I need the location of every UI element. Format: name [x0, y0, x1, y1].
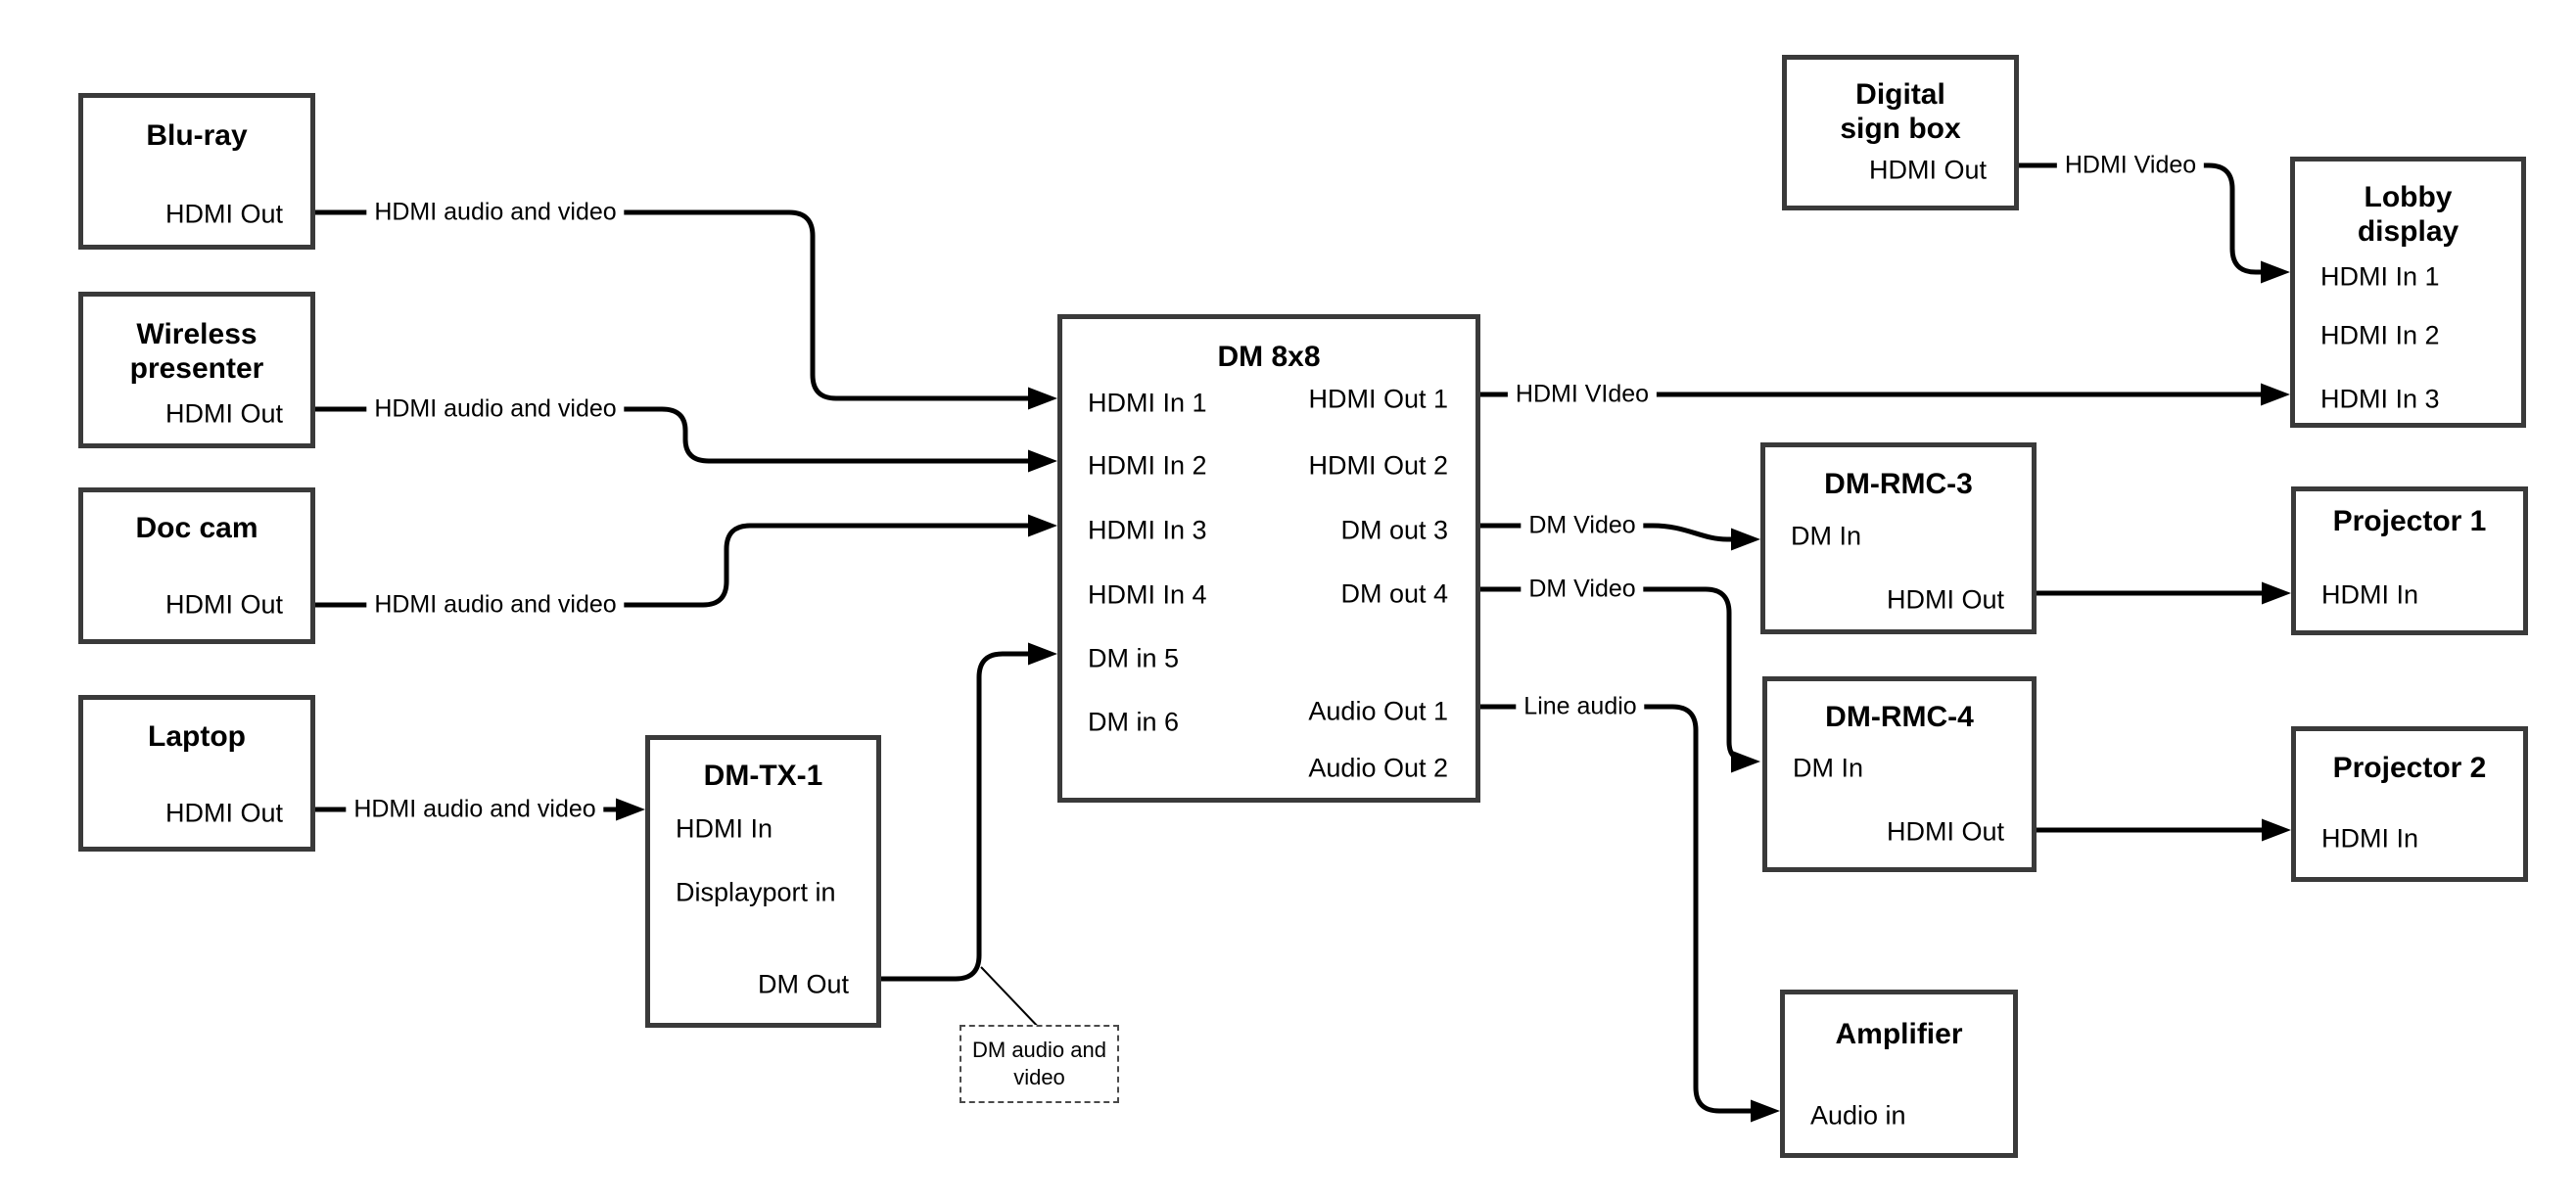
port-rmc4-hdmi-out: HDMI Out	[1886, 816, 2004, 847]
device-title: Laptop	[148, 720, 246, 753]
device-box-projector-1: Projector 1 HDMI In	[2291, 486, 2528, 635]
device-title: Digital sign box	[1840, 78, 1961, 145]
wire-label-hdmi-av-2: HDMI audio and video	[366, 396, 625, 422]
port-rmc3-dm-in: DM In	[1791, 521, 1862, 551]
device-title: Blu-ray	[146, 119, 248, 152]
note-leader-line	[980, 966, 1043, 1032]
device-box-lobby-display: Lobby display HDMI In 1 HDMI In 2 HDMI I…	[2290, 157, 2526, 428]
port-dm-tx-1-dm-out: DM Out	[757, 969, 849, 999]
wire-label-hdmi-av-3: HDMI audio and video	[366, 592, 625, 618]
port-projector2-hdmi-in: HDMI In	[2321, 823, 2419, 854]
wire-label-hdmi-video-2: HDMI Video	[2056, 153, 2205, 178]
device-title: Lobby display	[2357, 181, 2459, 248]
device-box-digital-sign: Digital sign box HDMI Out	[1782, 55, 2019, 210]
port-dm8x8-audio-out-2: Audio Out 2	[1308, 753, 1448, 783]
port-amplifier-audio-in: Audio in	[1810, 1100, 1906, 1131]
port-dm8x8-hdmi-in-4: HDMI In 4	[1088, 579, 1207, 610]
device-title: DM 8x8	[1217, 341, 1321, 373]
arrowhead-lobby-in3	[2261, 383, 2290, 406]
device-box-doc-cam: Doc cam HDMI Out	[78, 487, 315, 644]
arrowhead-rmc4-dm-in	[1731, 750, 1760, 773]
port-dm8x8-dm-out-3: DM out 3	[1340, 515, 1448, 545]
arrowhead-projector2-hdmi-in	[2262, 818, 2291, 842]
arrowhead-dm8x8-in2	[1028, 449, 1057, 473]
device-title: Amplifier	[1835, 1018, 1963, 1050]
device-box-wireless-presenter: Wireless presenter HDMI Out	[78, 292, 315, 448]
arrowhead-dm8x8-in1	[1028, 387, 1057, 410]
device-box-dm-rmc-4: DM-RMC-4 DM In HDMI Out	[1762, 676, 2037, 872]
wire-label-hdmi-video-1: HDMI VIdeo	[1507, 382, 1658, 407]
port-dm8x8-dm-in-6: DM in 6	[1088, 707, 1180, 737]
device-title: Doc cam	[135, 512, 258, 544]
wire-label-hdmi-av-4: HDMI audio and video	[346, 797, 604, 822]
port-lobby-hdmi-in-2: HDMI In 2	[2320, 320, 2440, 350]
port-rmc3-hdmi-out: HDMI Out	[1886, 584, 2004, 615]
device-title: DM-TX-1	[703, 760, 823, 792]
port-doc-cam-hdmi-out: HDMI Out	[164, 589, 283, 620]
device-box-amplifier: Amplifier Audio in	[1780, 990, 2018, 1158]
device-box-blu-ray: Blu-ray HDMI Out	[78, 93, 315, 250]
wire-dm8x8-audio1-to-amplifier	[1480, 704, 1766, 1114]
wire-dmtx1-to-dm8x8-in5	[881, 651, 1042, 982]
device-title: DM-RMC-3	[1824, 468, 1973, 500]
wire-digitalsign-to-lobby-in1	[2019, 162, 2276, 275]
wire-label-dm-video-2: DM Video	[1521, 577, 1644, 602]
wire-bluray-to-dm8x8-in1	[315, 209, 1042, 401]
port-dm8x8-hdmi-in-1: HDMI In 1	[1088, 388, 1207, 418]
device-box-dm-rmc-3: DM-RMC-3 DM In HDMI Out	[1760, 442, 2037, 634]
wire-label-dm-video-1: DM Video	[1521, 513, 1644, 538]
arrowhead-rmc3-dm-in	[1731, 528, 1760, 551]
port-rmc4-dm-in: DM In	[1793, 753, 1864, 783]
device-box-laptop: Laptop HDMI Out	[78, 695, 315, 852]
port-wireless-hdmi-out: HDMI Out	[164, 398, 283, 429]
annotation-dm-audio-video: DM audio and video	[960, 1025, 1119, 1103]
port-dm-tx-1-displayport-in: Displayport in	[676, 877, 836, 907]
port-dm8x8-dm-in-5: DM in 5	[1088, 643, 1180, 673]
port-blu-ray-hdmi-out: HDMI Out	[164, 199, 283, 229]
device-box-dm-8x8: DM 8x8 HDMI In 1 HDMI In 2 HDMI In 3 HDM…	[1057, 314, 1480, 803]
port-dm8x8-hdmi-out-2: HDMI Out 2	[1308, 450, 1448, 481]
wire-label-line-audio: Line audio	[1516, 694, 1645, 719]
device-box-projector-2: Projector 2 HDMI In	[2291, 726, 2528, 882]
port-lobby-hdmi-in-3: HDMI In 3	[2320, 384, 2440, 414]
arrowhead-dm8x8-in5	[1028, 642, 1057, 666]
arrowhead-projector1-hdmi-in	[2262, 581, 2291, 605]
port-dm8x8-hdmi-out-1: HDMI Out 1	[1308, 384, 1448, 414]
port-digital-sign-hdmi-out: HDMI Out	[1868, 155, 1987, 185]
wire-label-hdmi-av-1: HDMI audio and video	[366, 200, 625, 225]
arrowhead-lobby-in1	[2261, 260, 2290, 284]
device-box-dm-tx-1: DM-TX-1 HDMI In Displayport in DM Out	[645, 735, 881, 1028]
arrowhead-amplifier-audio-in	[1751, 1099, 1780, 1123]
arrowhead-dm8x8-in3	[1028, 514, 1057, 537]
port-lobby-hdmi-in-1: HDMI In 1	[2320, 261, 2440, 292]
port-dm8x8-hdmi-in-2: HDMI In 2	[1088, 450, 1207, 481]
arrowhead-dmtx1-hdmi-in	[616, 798, 645, 821]
device-title: DM-RMC-4	[1825, 701, 1974, 733]
device-title: Projector 1	[2332, 505, 2487, 537]
port-dm8x8-audio-out-1: Audio Out 1	[1308, 696, 1448, 726]
port-laptop-hdmi-out: HDMI Out	[164, 798, 283, 828]
wire-dm8x8-out4-to-rmc4	[1480, 586, 1750, 764]
annotation-text: DM audio and video	[972, 1038, 1106, 1089]
port-dm-tx-1-hdmi-in: HDMI In	[676, 813, 773, 844]
device-title: Projector 2	[2332, 752, 2487, 784]
port-projector1-hdmi-in: HDMI In	[2321, 579, 2419, 610]
port-dm8x8-hdmi-in-3: HDMI In 3	[1088, 515, 1207, 545]
port-dm8x8-dm-out-4: DM out 4	[1340, 578, 1448, 609]
device-title: Wireless presenter	[129, 318, 264, 385]
